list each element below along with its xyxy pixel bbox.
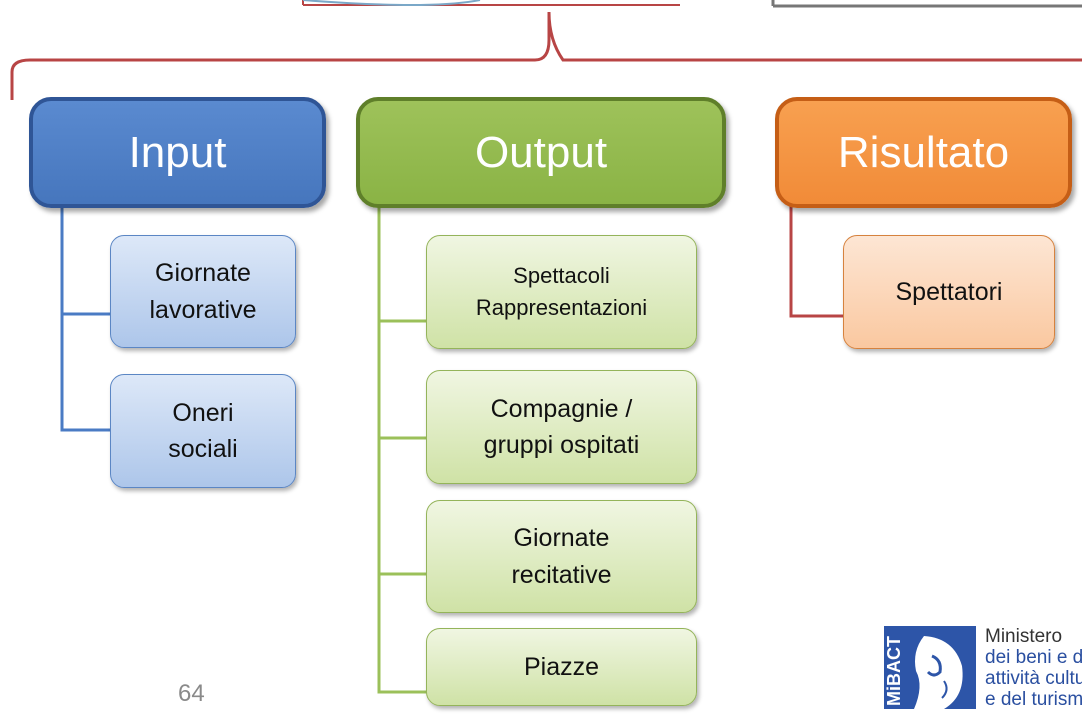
item-line: Rappresentazioni <box>475 295 648 320</box>
category-title: Risultato <box>837 127 1010 177</box>
curly-brace <box>10 11 1082 100</box>
page-number: 64 <box>178 680 205 707</box>
item-line: lavorative <box>149 295 257 324</box>
item-line: Spettacoli <box>513 263 610 289</box>
input-item-box: Oneri sociali <box>110 374 296 488</box>
item-line: gruppi ospitati <box>483 431 640 459</box>
logo-line: e del turism <box>985 688 1082 710</box>
item-line: Piazze <box>523 652 600 681</box>
result-connector <box>789 205 843 318</box>
top-ellipse-edge <box>302 0 481 6</box>
logo-emblem-text: MiBACT <box>884 636 904 706</box>
output-item-box: Spettacoli Rappresentazioni <box>426 235 697 349</box>
output-item-box: Piazze <box>426 628 697 706</box>
category-input-header: Input <box>29 97 326 208</box>
item-line: Spettatori <box>895 277 1003 306</box>
output-item-box: Giornate recitative <box>426 500 697 613</box>
output-item-box: Compagnie / gruppi ospitati <box>426 370 697 484</box>
logo-line: dei beni e d <box>985 646 1082 668</box>
category-title: Output <box>474 127 608 177</box>
logo-line: attività cultu <box>985 667 1082 689</box>
result-item-box: Spettatori <box>843 235 1055 349</box>
input-item-box: Giornate lavorative <box>110 235 296 348</box>
item-line: sociali <box>168 435 238 463</box>
item-line: Giornate <box>513 524 610 553</box>
output-connector <box>377 205 427 694</box>
logo-line: Ministero <box>985 626 1063 647</box>
category-title: Input <box>128 127 227 177</box>
input-connector <box>60 205 112 432</box>
category-output-header: Output <box>356 97 726 208</box>
item-line: Oneri <box>172 398 234 427</box>
item-line: Compagnie / <box>490 394 633 423</box>
item-line: Giornate <box>155 259 251 288</box>
category-result-header: Risultato <box>775 97 1072 208</box>
item-line: recitative <box>511 560 612 589</box>
logo-text: Ministero dei beni e d attività cultu e … <box>985 626 1082 711</box>
mibact-logo-emblem: MiBACT <box>884 626 976 709</box>
